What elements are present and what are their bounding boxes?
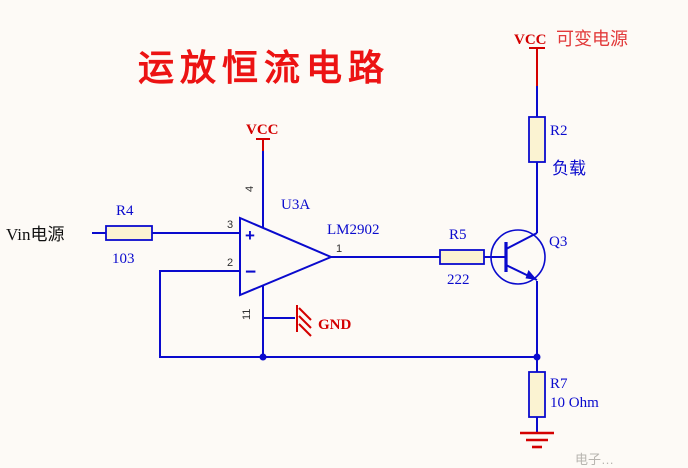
vcc-opamp-label: VCC bbox=[246, 122, 279, 138]
transistor-q3-emitter-arrow bbox=[525, 270, 537, 280]
transistor-q3-refdes: Q3 bbox=[549, 234, 567, 250]
transistor-q3-collector bbox=[505, 232, 538, 250]
resistor-r4: R4 103 bbox=[105, 203, 153, 267]
vcc-variable-supply-port: VCC 可变电源 bbox=[514, 29, 628, 86]
vcc-opamp-symbol bbox=[256, 138, 270, 151]
wire-feedback-loop bbox=[159, 270, 537, 358]
resistor-r7-value: 10 Ohm bbox=[550, 395, 599, 411]
resistor-r7-body bbox=[528, 371, 546, 418]
opamp-refdes: U3A bbox=[281, 197, 310, 213]
opamp-pin11-number: 11 bbox=[241, 309, 253, 320]
chassis-ground-symbol bbox=[296, 305, 312, 337]
opamp-u3a: + − U3A LM2902 3 2 1 4 11 bbox=[227, 186, 380, 320]
earth-ground-symbol bbox=[520, 431, 554, 449]
opamp-part-number: LM2902 bbox=[327, 222, 380, 238]
opamp-noninverting-sign: + bbox=[245, 226, 255, 245]
gnd-label: GND bbox=[318, 317, 352, 333]
resistor-r7-refdes: R7 bbox=[550, 376, 568, 392]
vcc-symbol bbox=[529, 47, 545, 86]
variable-supply-label: 可变电源 bbox=[556, 29, 628, 49]
opamp-u3a-triangle bbox=[239, 216, 334, 297]
watermark: 电子… bbox=[575, 452, 614, 467]
resistor-r2-body bbox=[528, 116, 546, 163]
resistor-r5-refdes: R5 bbox=[449, 227, 467, 243]
vcc-opamp-port: VCC bbox=[246, 122, 279, 151]
resistor-r2: R2 负载 bbox=[528, 116, 586, 178]
resistor-r7: R7 10 Ohm bbox=[528, 371, 599, 418]
resistor-r5-body bbox=[439, 249, 485, 265]
load-label: 负载 bbox=[552, 159, 586, 178]
opamp-pin2-number: 2 bbox=[227, 257, 233, 269]
resistor-r5: R5 222 bbox=[439, 227, 485, 288]
opamp-pin1-number: 1 bbox=[336, 243, 342, 255]
resistor-r5-value: 222 bbox=[447, 272, 470, 288]
vcc-top-label: VCC bbox=[514, 32, 547, 48]
opamp-pin3-number: 3 bbox=[227, 219, 233, 231]
resistor-r4-body bbox=[105, 225, 153, 241]
opamp-inverting-sign: − bbox=[245, 262, 256, 283]
vin-source-label: Vin电源 bbox=[6, 225, 64, 244]
resistor-r4-refdes: R4 bbox=[116, 203, 134, 219]
schematic-title: 运放恒流电路 bbox=[138, 47, 390, 88]
resistor-r2-refdes: R2 bbox=[550, 123, 568, 139]
opamp-pin4-number: 4 bbox=[244, 186, 256, 192]
resistor-r4-value: 103 bbox=[112, 251, 135, 267]
